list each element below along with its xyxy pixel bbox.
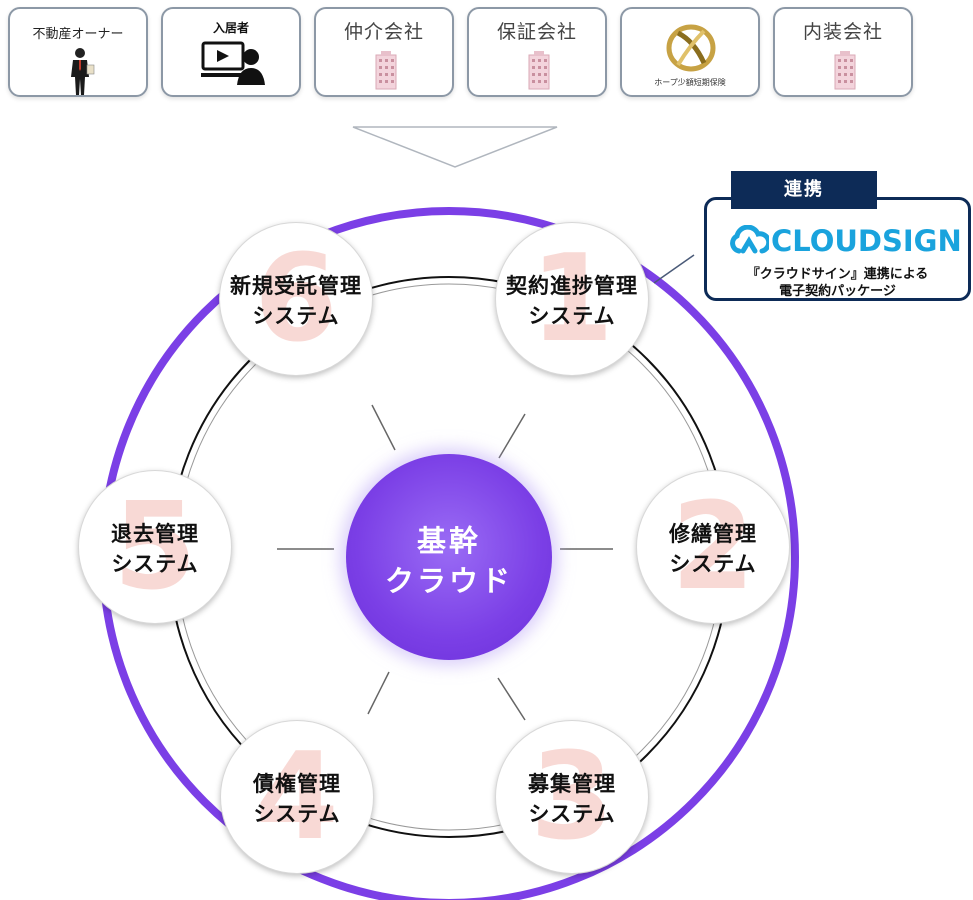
cloudsign-desc-line1: 『クラウドサイン』連携による xyxy=(746,267,929,282)
node-title: 募集管理 xyxy=(528,772,616,796)
node-title: 契約進捗管理 xyxy=(506,274,638,298)
stakeholder-label: 内装会社 xyxy=(802,21,883,43)
center-title: 基幹 xyxy=(416,524,481,558)
stakeholder-label: 不動産オーナー xyxy=(32,27,124,42)
node-subtitle: システム xyxy=(111,552,199,576)
video-call-icon xyxy=(201,41,265,85)
cloudsign-panel: CLOUDSIGN 『クラウドサイン』連携による 電子契約パッケージ xyxy=(704,197,971,301)
node-repair: 2 修繕管理 システム xyxy=(636,470,790,624)
stakeholder-label: 入居者 xyxy=(212,21,249,35)
cloudsign-connector xyxy=(653,254,695,284)
node-subtitle: システム xyxy=(528,802,616,826)
stakeholder-card-owner: 不動産オーナー xyxy=(8,7,148,97)
node-number: 5 xyxy=(113,478,197,617)
stakeholder-label: 保証会社 xyxy=(496,21,577,43)
businessman-icon xyxy=(71,48,95,95)
building-icon xyxy=(375,51,397,90)
stakeholder-card-guarantor: 保証会社 xyxy=(467,7,607,97)
node-subtitle: システム xyxy=(253,802,341,826)
building-icon xyxy=(834,51,856,90)
node-move-out: 5 退去管理 システム xyxy=(78,470,232,624)
integration-tag: 連携 xyxy=(731,171,877,209)
node-contract-progress: 1 契約進捗管理 システム xyxy=(495,222,649,376)
spokes xyxy=(277,404,613,721)
node-number: 3 xyxy=(530,728,614,867)
stakeholder-card-tenant: 入居者 xyxy=(161,7,301,97)
cloud-icon xyxy=(730,225,769,254)
node-number: 2 xyxy=(671,478,755,617)
node-receivables: 4 債権管理 システム xyxy=(220,720,374,874)
node-number: 1 xyxy=(530,230,614,369)
stakeholder-card-insurer: ホープ少額短期保険 xyxy=(620,7,760,97)
node-subtitle: システム xyxy=(252,304,340,328)
node-title: 退去管理 xyxy=(111,522,199,546)
node-recruitment: 3 募集管理 システム xyxy=(495,720,649,874)
stakeholder-card-interior: 内装会社 xyxy=(773,7,913,97)
center-subtitle: クラウド xyxy=(384,564,513,598)
node-title: 新規受託管理 xyxy=(230,274,362,298)
node-title: 債権管理 xyxy=(253,772,341,796)
insurer-name: ホープ少額短期保険 xyxy=(654,78,726,87)
cloudsign-desc-line2: 電子契約パッケージ xyxy=(779,284,896,299)
core-cloud-hub: 基幹 クラウド xyxy=(346,454,552,660)
node-subtitle: システム xyxy=(528,304,616,328)
cloudsign-logo-text: CLOUDSIGN xyxy=(771,224,962,258)
stakeholder-card-broker: 仲介会社 xyxy=(314,7,454,97)
stakeholder-label: 仲介会社 xyxy=(343,21,424,43)
node-number: 4 xyxy=(255,728,339,867)
down-arrow-icon xyxy=(352,126,558,168)
node-subtitle: システム xyxy=(669,552,757,576)
node-new-consignment: 6 新規受託管理 システム xyxy=(219,222,373,376)
node-title: 修繕管理 xyxy=(669,522,757,546)
building-icon xyxy=(528,51,550,90)
node-number: 6 xyxy=(254,230,338,369)
hope-logo-icon xyxy=(666,24,716,72)
